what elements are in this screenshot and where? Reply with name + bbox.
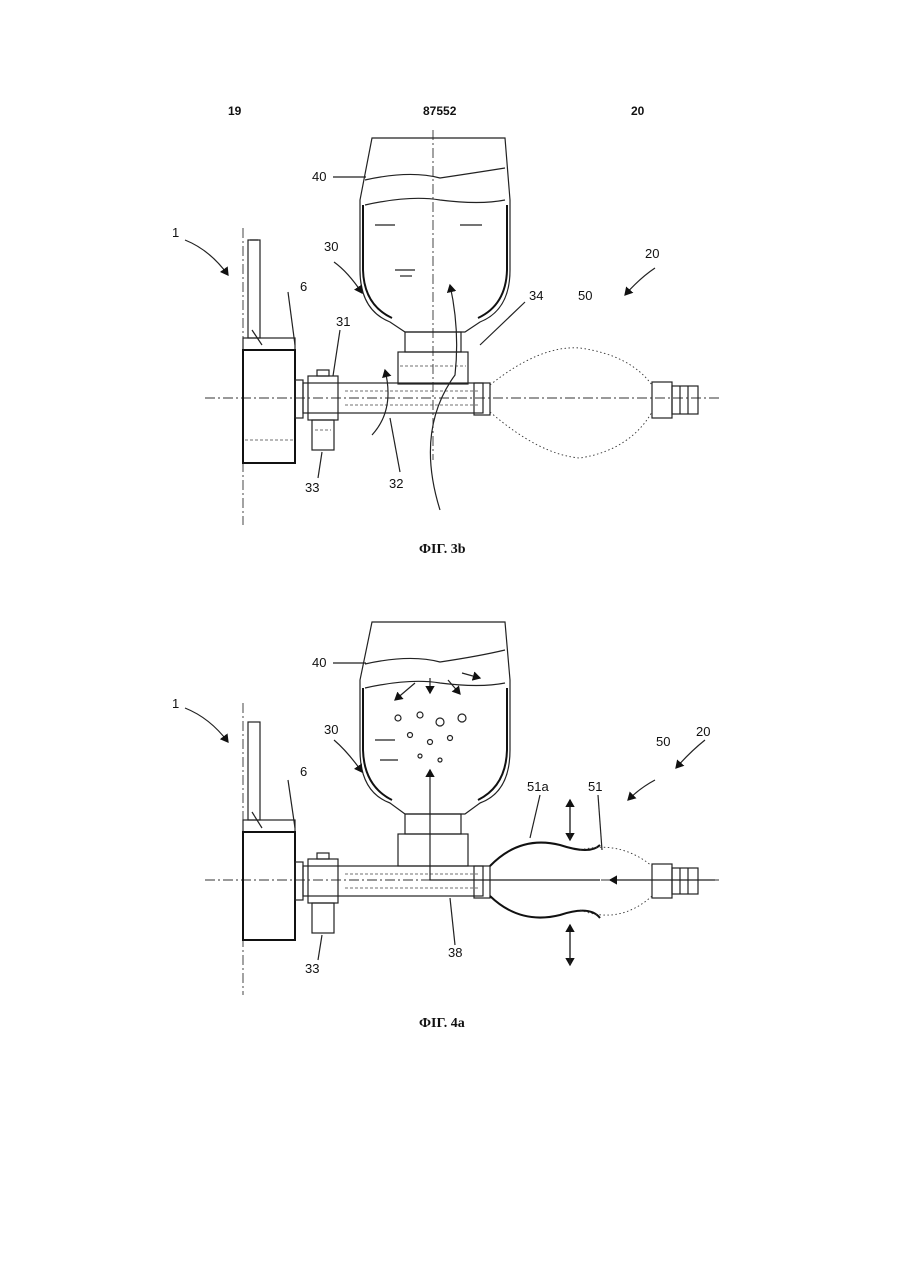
label-1: 1 bbox=[172, 225, 179, 240]
label-30: 30 bbox=[324, 239, 338, 254]
connector-body bbox=[303, 370, 490, 450]
label-32: 32 bbox=[389, 476, 403, 491]
figure-4a: 40 1 30 50 20 6 51a 51 38 33 ФIГ. 4a bbox=[172, 622, 720, 1031]
label-40: 40 bbox=[312, 655, 326, 670]
bottle bbox=[360, 622, 510, 814]
squeeze-bulb bbox=[490, 348, 698, 458]
label-51: 51 bbox=[588, 779, 602, 794]
label-20: 20 bbox=[645, 246, 659, 261]
label-50: 50 bbox=[656, 734, 670, 749]
rotation-arrow bbox=[372, 370, 388, 435]
connector-body bbox=[303, 853, 490, 933]
figure-3b: 40 1 30 20 6 34 50 31 32 33 ФIГ. 3b bbox=[172, 130, 720, 557]
label-38: 38 bbox=[448, 945, 462, 960]
label-40: 40 bbox=[312, 169, 326, 184]
label-34: 34 bbox=[529, 288, 543, 303]
label-50: 50 bbox=[578, 288, 592, 303]
label-51a: 51a bbox=[527, 779, 549, 794]
wall-bracket bbox=[243, 722, 303, 940]
label-33: 33 bbox=[305, 961, 319, 976]
bottle bbox=[360, 138, 510, 332]
label-30: 30 bbox=[324, 722, 338, 737]
label-6: 6 bbox=[300, 764, 307, 779]
label-20: 20 bbox=[696, 724, 710, 739]
label-6: 6 bbox=[300, 279, 307, 294]
label-33: 33 bbox=[305, 480, 319, 495]
figure-caption-3b: ФIГ. 3b bbox=[419, 542, 466, 557]
label-31: 31 bbox=[336, 314, 350, 329]
flow-arrow-up bbox=[430, 285, 456, 510]
figure-caption-4a: ФIГ. 4a bbox=[419, 1016, 465, 1031]
bottle-cap bbox=[398, 332, 468, 384]
bottle-cap bbox=[398, 814, 468, 866]
label-1: 1 bbox=[172, 696, 179, 711]
wall-bracket bbox=[243, 240, 303, 463]
